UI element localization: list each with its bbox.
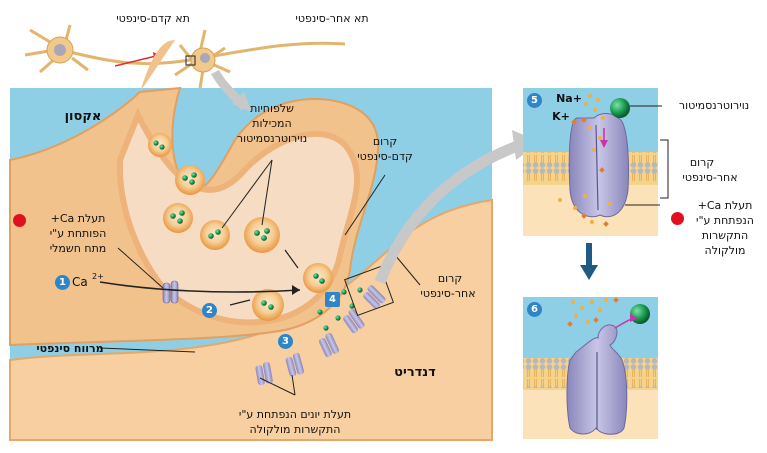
label-presyn-membrane-1: קרום xyxy=(372,135,398,148)
label-ca-channel-2: הפותחת ע"י xyxy=(49,227,107,240)
inset-6 xyxy=(523,297,658,439)
inset-5 xyxy=(523,88,669,236)
vesicle xyxy=(303,263,333,293)
neuron-overview xyxy=(24,24,346,89)
step-badge-3: 3 xyxy=(278,334,293,349)
label-calcium-ion: Ca xyxy=(72,275,88,289)
vesicle xyxy=(200,220,230,250)
zoom-box xyxy=(344,266,394,316)
label-presyn-membrane-2: קדם-סינפטי xyxy=(357,150,413,163)
vesicles xyxy=(148,133,333,321)
alert-dot-inset xyxy=(671,212,684,225)
step-badge-2: 2 xyxy=(202,303,217,318)
step-badge-5: 5 xyxy=(527,93,542,108)
alert-dot xyxy=(13,214,26,227)
vesicle xyxy=(252,289,284,321)
ca-channel xyxy=(162,280,179,304)
label-inset-membrane-1: קרום xyxy=(689,156,715,169)
label-neurotransmitter: נוירוטרנסמיטור xyxy=(678,99,750,112)
label-dendrite: דנדריט xyxy=(394,365,436,380)
label-calcium-charge: 2+ xyxy=(92,272,104,281)
label-postsynaptic-cell: תא אחר-סינפטי xyxy=(295,12,369,25)
label-axon: אקסון xyxy=(64,109,102,124)
label-inset-channel-4: מולקולה xyxy=(704,244,746,257)
vesicle xyxy=(148,133,172,157)
label-inset-membrane-2: אחר-סינפטי xyxy=(682,171,738,184)
label-inset-channel-1: תעלת Ca+ xyxy=(697,199,753,212)
label-presynaptic-cell: תא קדם-סינפטי xyxy=(116,12,190,25)
label-sodium-ion: Na+ xyxy=(556,92,582,105)
label-potassium-ion: K+ xyxy=(552,110,570,123)
label-postsyn-membrane-1: קרום xyxy=(437,272,463,285)
label-ca-channel-1: תעלת Ca+ xyxy=(50,212,106,225)
label-ca-channel-3: מתח חשמלי xyxy=(49,242,107,255)
step-badge-6: 6 xyxy=(527,302,542,317)
label-vesicles-2: המכילות xyxy=(252,117,292,130)
label-ligand-channel-1: תעלת יונים הנפתחת ע"י xyxy=(238,408,352,421)
label-vesicles-3: נוירוטרנסמיטור xyxy=(236,132,308,145)
step-badge-1: 1 xyxy=(55,275,70,290)
vesicle xyxy=(244,217,280,253)
label-postsyn-membrane-2: אחר-סינפטי xyxy=(420,287,476,300)
vesicle xyxy=(175,165,205,195)
label-ligand-channel-2: התקשרות מולקולה xyxy=(249,423,341,436)
label-inset-channel-2: הנפתחת ע"י xyxy=(695,214,754,227)
label-synaptic-cleft: מרווח סינפטי xyxy=(36,342,104,355)
vesicle xyxy=(163,203,193,233)
label-inset-channel-3: התקשרות xyxy=(701,229,749,242)
label-vesicles-1: שלפוחיות xyxy=(250,102,294,115)
ligand-channels xyxy=(255,285,386,386)
step-badge-4: 4 xyxy=(325,292,340,307)
